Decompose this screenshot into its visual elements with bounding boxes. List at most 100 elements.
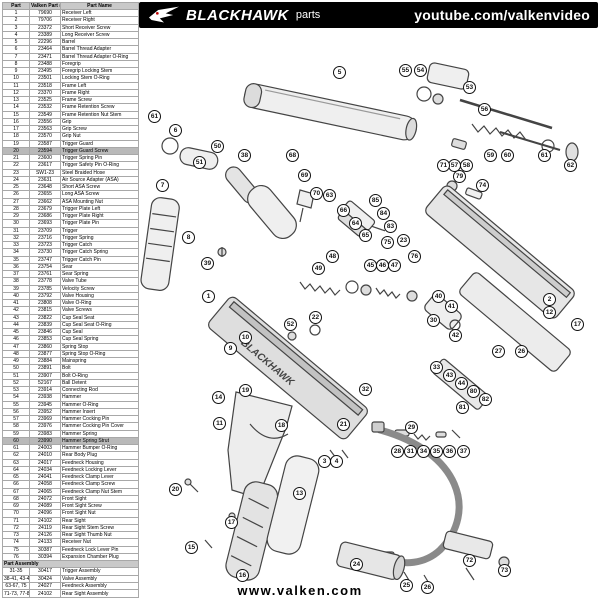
part-cell: 38 [2, 277, 30, 286]
part-cell: 48 [2, 349, 30, 359]
frame-right-part [459, 272, 571, 372]
part-cell: 13 [2, 95, 30, 105]
partname-cell: Spring Stop O-Ring [60, 349, 139, 359]
part-cell: 52 [2, 378, 30, 388]
partnum-cell: 23839 [29, 320, 61, 330]
partname-cell: Rear Sight Thumb Nut [60, 530, 139, 540]
partnum-cell: 23372 [29, 23, 61, 32]
partname-cell: Grip [60, 117, 139, 127]
part-cell: 54 [2, 393, 30, 402]
partname-cell: Valve Assembly [60, 574, 139, 583]
part-cell: 28 [2, 204, 30, 214]
part-cell: 29 [2, 211, 30, 221]
partnum-cell: 24058 [29, 480, 61, 489]
partnum-cell: 23822 [29, 313, 61, 322]
partnum-cell: 79706 [29, 16, 61, 25]
partname-cell: Trigger Catch Spring [60, 248, 139, 257]
partnum-cell: 23471 [29, 52, 61, 61]
partname-cell: Trigger Catch [60, 240, 139, 250]
part-cell: 44 [2, 320, 30, 330]
velocity-screw-part [217, 247, 227, 257]
partnum-cell: 23532 [29, 103, 61, 112]
feedneck-part [337, 200, 386, 237]
partnum-cell: 23990 [29, 436, 61, 446]
part-cell: 31 [2, 226, 30, 235]
partname-cell: Hammer O-Ring [60, 400, 139, 409]
part-cell: 24 [2, 175, 30, 185]
partname-cell: Bolt [60, 364, 139, 373]
part-cell: 15 [2, 110, 30, 119]
partname-cell: Valve Screws [60, 306, 139, 315]
part-cell: 71 [2, 516, 30, 525]
partname-cell: Trigger Safety Pin O-Ring [60, 161, 139, 170]
partnum-cell: 23464 [29, 45, 61, 54]
part-cell: 62 [2, 451, 30, 460]
partname-cell: Feedneck Clamp Nut Stem [60, 487, 139, 496]
cup-seal-spring-part [375, 287, 401, 299]
partnum-cell: 23976 [29, 422, 61, 431]
part-cell: 7 [2, 52, 30, 61]
partname-cell: Grip Screw [60, 124, 139, 134]
ball-detent-part [287, 331, 297, 341]
part-cell: 34 [2, 248, 30, 257]
partnum-cell: 23846 [29, 327, 61, 337]
partname-cell: Feedneck Locking Lever [60, 465, 139, 475]
part-cell: 20 [2, 146, 30, 156]
partnum-cell: 24065 [29, 487, 61, 496]
partnum-cell: 23747 [29, 255, 61, 264]
part-cell: 65 [2, 472, 30, 482]
part-cell: 26 [2, 190, 30, 199]
part-cell: 63 [2, 458, 30, 467]
partname-cell: Foregrip Locking Stem [60, 66, 139, 76]
cup-seal-seat-part [345, 280, 359, 294]
partnum-cell: 23655 [29, 190, 61, 199]
partnum-cell: 23730 [29, 248, 61, 257]
partname-cell: Front Sight Screw [60, 501, 139, 511]
hammer-insert-part [432, 93, 444, 105]
cocking-pin-part [451, 138, 467, 150]
part-cell: 47 [2, 342, 30, 351]
mainspring-part [299, 281, 341, 296]
part-cell: 75 [2, 545, 30, 554]
partname-cell: Receiver Right [60, 16, 139, 25]
partname-cell: Trigger [60, 226, 139, 235]
partnum-cell: 24126 [29, 530, 61, 540]
partname-cell: Trigger Spring [60, 233, 139, 243]
partname-cell: Grip Nut [60, 132, 139, 141]
partname-cell: Trigger Guard Screw [60, 146, 139, 156]
part-cell: 18 [2, 132, 30, 141]
partname-cell: Sear Spring [60, 269, 139, 279]
partnum-cell: 23686 [29, 211, 61, 221]
partname-cell: Feedneck Lock Lever Pin [60, 545, 139, 554]
partnum-cell: 24041 [29, 472, 61, 482]
partnum-cell: 23945 [29, 400, 61, 409]
partnum-cell: 23952 [29, 407, 61, 417]
part-cell: 5 [2, 37, 30, 47]
adapter-oring-part [161, 137, 179, 155]
part-cell: 51 [2, 371, 30, 380]
